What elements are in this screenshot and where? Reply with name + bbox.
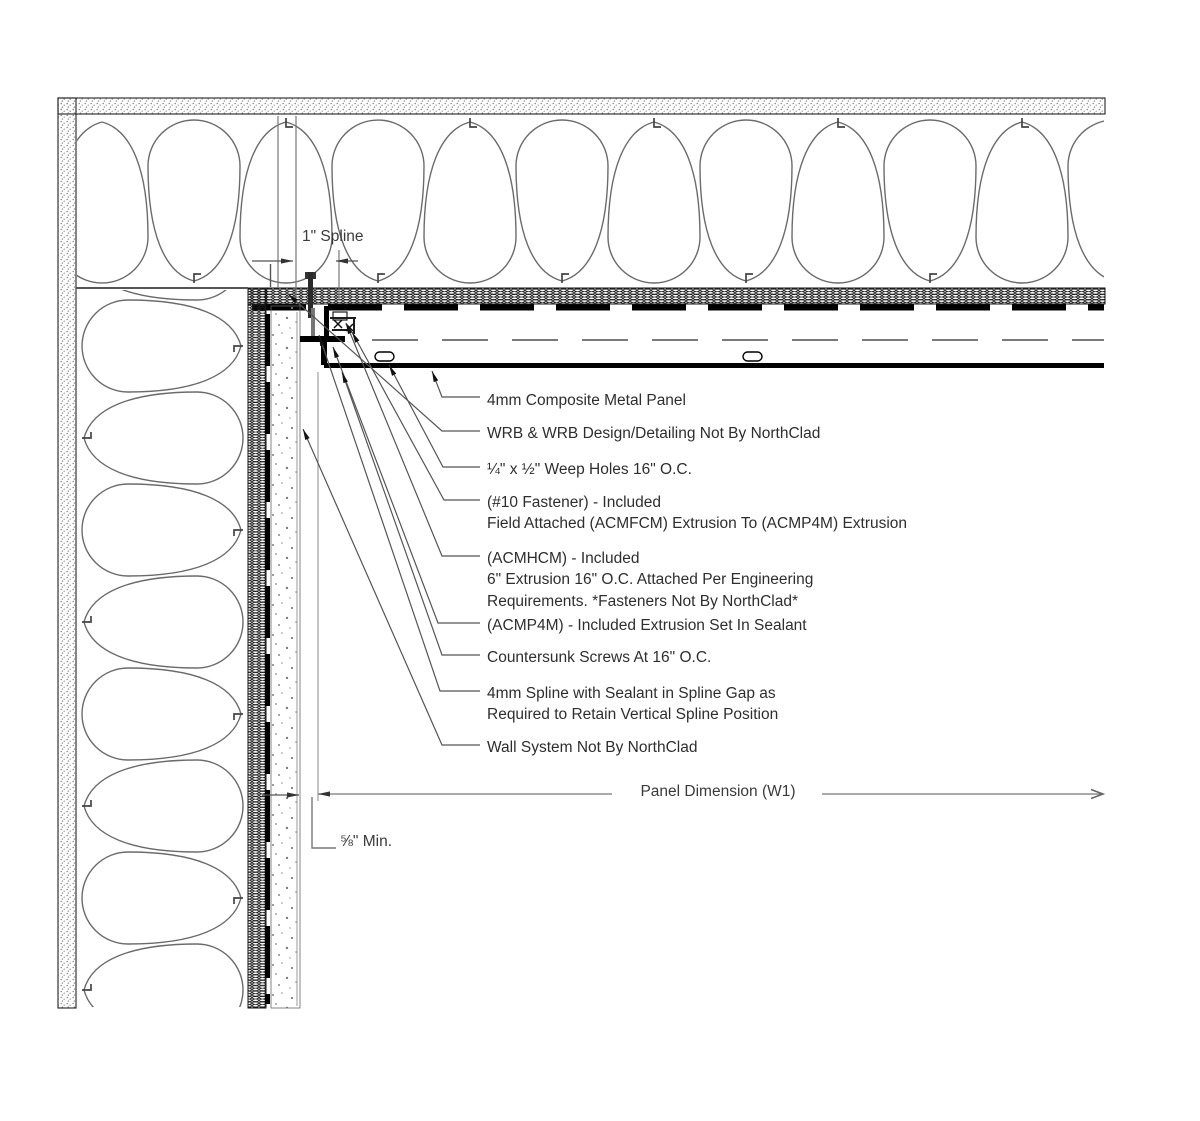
top-sheathing-band (247, 287, 1106, 305)
dimension-label-panel-w1: Panel Dimension (W1) (640, 783, 796, 800)
callout-spline: 4mm Spline with Sealant in Spline Gap as… (487, 685, 779, 724)
weep-hole (374, 351, 395, 362)
left-batt-insulation (81, 290, 244, 1007)
panel-return (321, 342, 327, 365)
vertical-spline (324, 306, 329, 340)
callout-countersunk-screws: Countersunk Screws At 16" O.C. (487, 649, 712, 666)
stud-ticks (82, 118, 1029, 991)
left-cladding-band (270, 305, 301, 1009)
callout-fastener: (#10 Fastener) - Included Field Attached… (487, 494, 908, 533)
w1-right-arrow (1090, 788, 1106, 800)
callout-acmhcm: (ACMHCM) - Included 6" Extrusion 16" O.C… (487, 550, 814, 610)
top-batt-insulation (77, 119, 1104, 284)
callout-composite-metal-panel: 4mm Composite Metal Panel (487, 392, 686, 409)
acmp4m-extrusion-lip (300, 336, 345, 342)
panel-system (269, 264, 1104, 368)
dimension-lines (252, 116, 1106, 849)
hat-channel-extrusion (330, 311, 356, 334)
arrowheads (281, 258, 439, 798)
spline-plate (308, 272, 313, 318)
left-sheathing-band (247, 287, 267, 1009)
left-gypsum-band (57, 97, 77, 1009)
dimension-label-min-gap: ⅝" Min. (340, 833, 393, 850)
callout-wall-system: Wall System Not By NorthClad (487, 739, 698, 756)
left-wall-assembly (57, 97, 301, 1009)
callout-weep-holes: ¼" x ½" Weep Holes 16" O.C. (487, 461, 692, 478)
top-wall-assembly (57, 97, 1106, 341)
weep-hole (742, 351, 763, 362)
callout-wrb: WRB & WRB Design/Detailing Not By NorthC… (487, 425, 821, 442)
callout-acmp4m: (ACMP4M) - Included Extrusion Set In Sea… (487, 617, 807, 634)
dimension-label-spline: 1" Spline (302, 228, 364, 245)
composite-metal-panel (324, 363, 1104, 368)
leader-lines (287, 293, 480, 746)
top-gypsum-band (57, 97, 1106, 115)
acmfcm-extrusion (311, 308, 315, 336)
